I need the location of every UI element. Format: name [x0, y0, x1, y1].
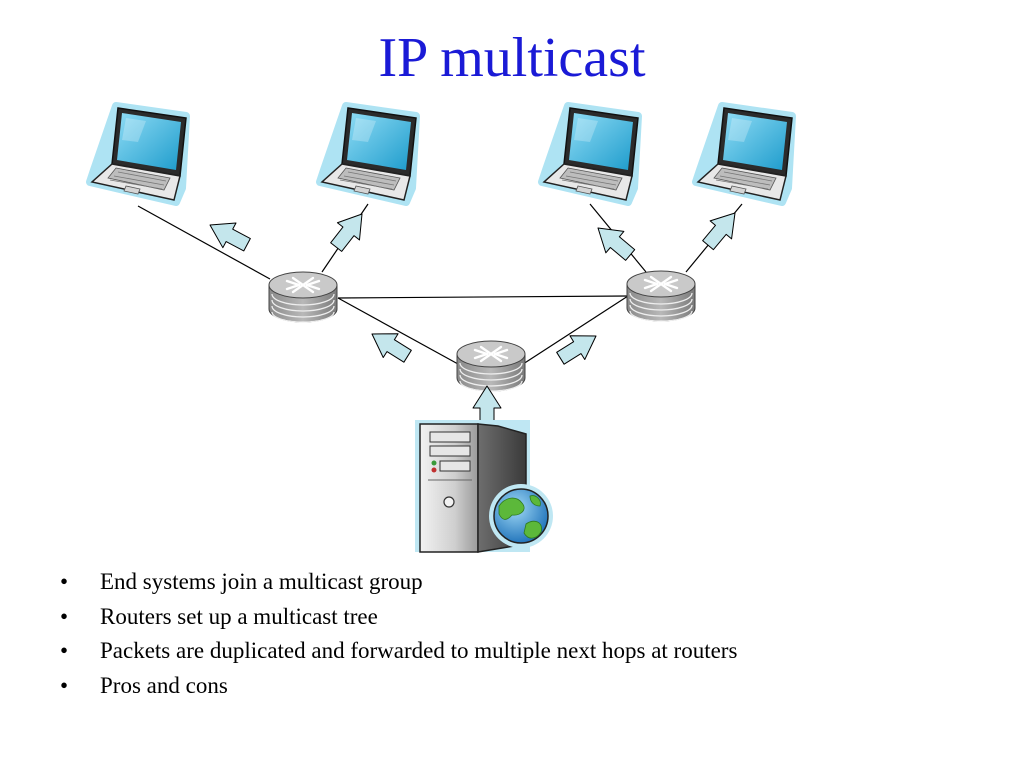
bullet-marker: •: [60, 672, 69, 698]
laptop-icon-4: [696, 106, 792, 202]
arrow-icon-to-router-right: [552, 323, 604, 371]
router-icon-left: [267, 270, 339, 324]
arrow-icon-to-laptop4: [696, 203, 747, 255]
arrow-icon-to-laptop1: [202, 212, 255, 258]
laptop-icon-2: [320, 106, 416, 202]
bullet-item: • End systems join a multicast group: [60, 565, 737, 600]
bullet-item: • Routers set up a multicast tree: [60, 600, 737, 635]
link-router-left-router-right: [337, 295, 629, 299]
bullet-item: • Packets are duplicated and forwarded to…: [60, 634, 737, 669]
bullet-text: Routers set up a multicast tree: [100, 603, 378, 629]
bullet-marker: •: [60, 569, 69, 594]
arrow-icon-to-router-left: [364, 321, 416, 369]
laptop-icon-1: [90, 106, 186, 202]
bullet-item: • Pros and cons: [60, 669, 737, 704]
slide-title: IP multicast: [378, 27, 646, 89]
link-laptop1-router-left: [137, 205, 271, 280]
laptop-icon-3: [542, 106, 638, 202]
server-icon: [415, 420, 553, 553]
network-diagram: [0, 0, 1024, 553]
bullet-list: • End systems join a multicast group • Rou…: [60, 565, 737, 703]
arrow-icon-to-laptop3: [588, 216, 640, 267]
router-icon-center: [455, 339, 527, 393]
link-router-left-router-center: [337, 297, 459, 365]
bullet-marker: •: [60, 603, 69, 629]
router-icon-right: [625, 269, 697, 323]
bullet-text: Pros and cons: [100, 672, 228, 698]
bullet-marker: •: [60, 638, 69, 663]
bullet-text: Packets are duplicated and forwarded to …: [100, 638, 738, 663]
bullet-text: End systems join a multicast group: [100, 569, 423, 594]
arrow-icon-to-laptop2: [324, 204, 374, 257]
link-router-right-router-center: [519, 295, 629, 367]
